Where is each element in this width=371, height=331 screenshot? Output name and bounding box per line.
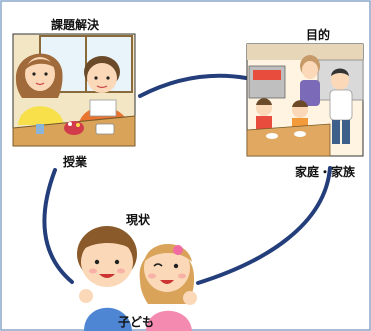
curve-solution-to-goal [138,73,248,98]
label-lesson: 授業 [63,154,88,169]
curve-current-to-lesson [42,168,74,284]
label-current-state: 現状 [126,212,151,227]
label-children: 子ども [118,315,154,329]
label-goal: 目的 [306,27,330,42]
label-home-family: 家庭・家族 [295,164,356,179]
curve-goal-to-current [196,166,332,285]
label-problem-solving: 課題解決 [51,17,100,32]
cycle-arrows [42,73,332,285]
boy-and-girl-smiling-illustration [77,226,197,331]
children-sewing-illustration [12,33,136,147]
family-in-kitchen-illustration [246,43,364,157]
